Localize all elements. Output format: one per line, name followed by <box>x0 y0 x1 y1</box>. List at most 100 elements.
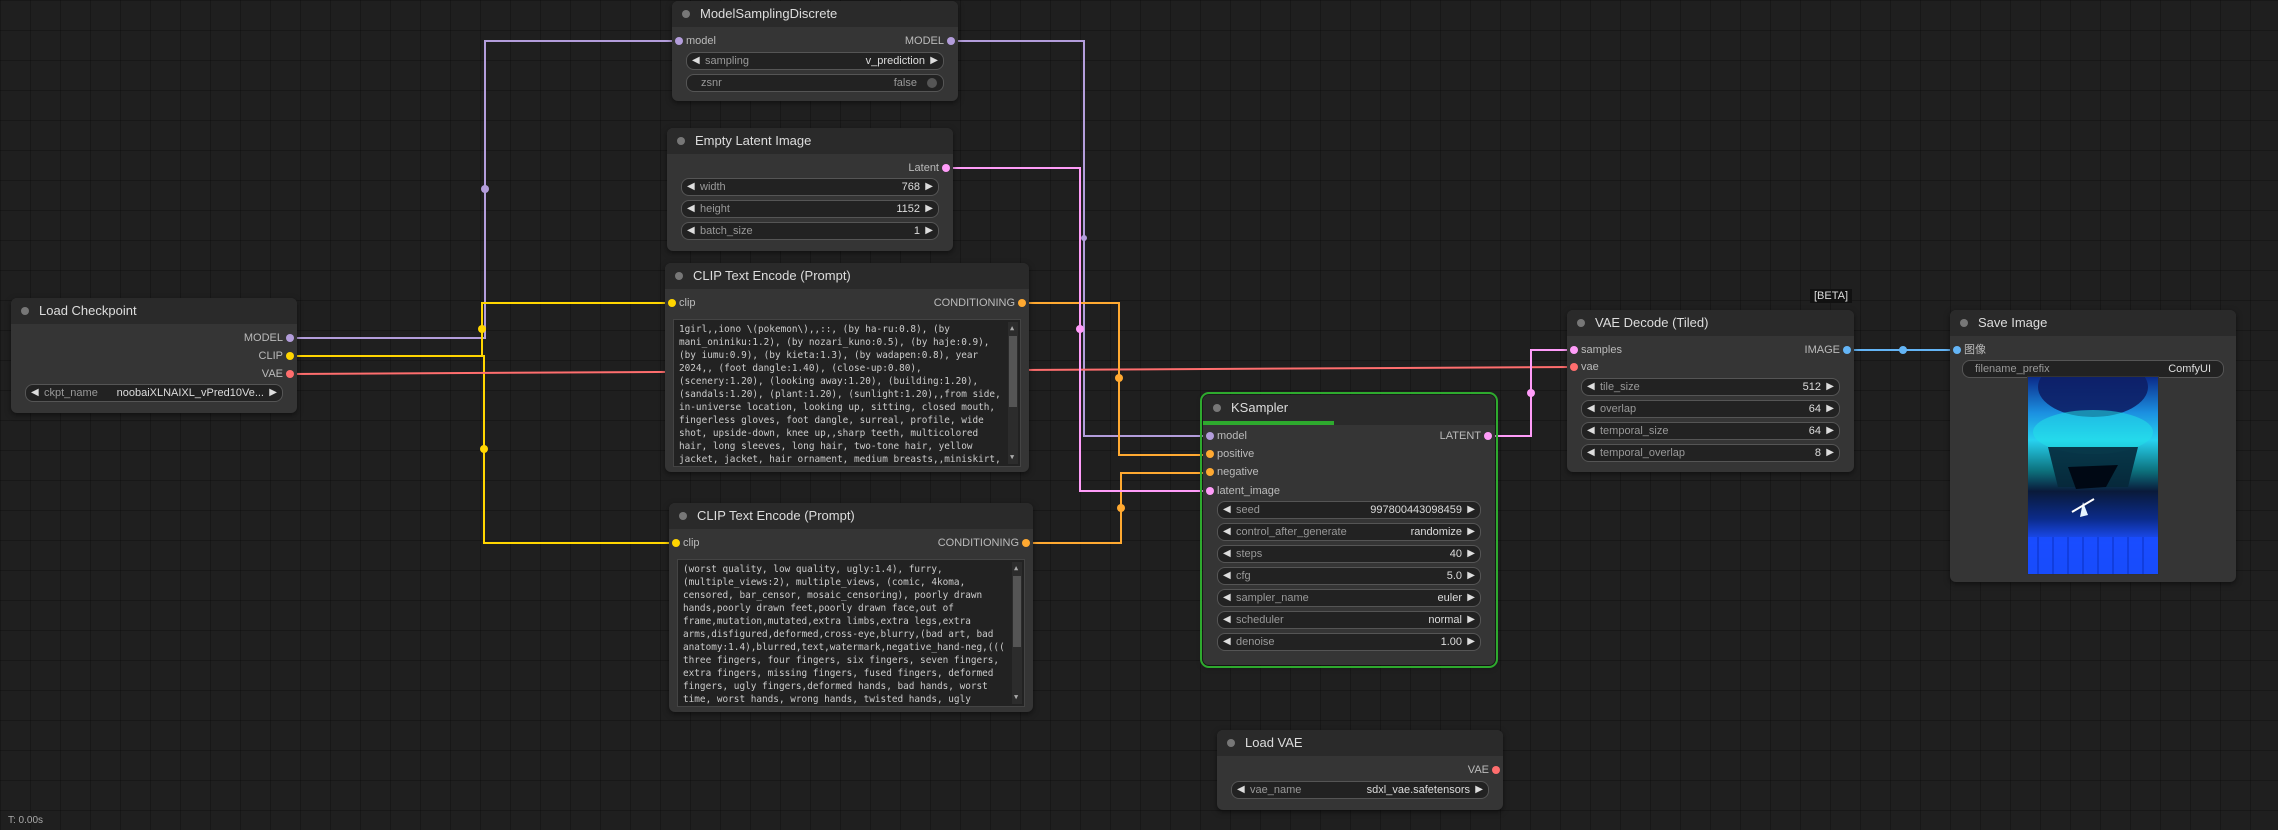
arrow-left-icon[interactable]: ◀ <box>1223 526 1231 537</box>
input-model[interactable]: model <box>675 34 716 48</box>
output-model[interactable]: MODEL <box>244 331 294 345</box>
input-samples[interactable]: samples <box>1570 343 1622 357</box>
arrow-right-icon[interactable]: ▶ <box>1467 526 1475 537</box>
socket-icon[interactable] <box>1570 346 1578 354</box>
scroll-thumb[interactable] <box>1009 336 1017 407</box>
socket-icon[interactable] <box>286 334 294 342</box>
socket-icon[interactable] <box>286 370 294 378</box>
node-title[interactable]: Save Image <box>1950 310 2236 336</box>
scroll-thumb[interactable] <box>1013 576 1021 647</box>
node-vae-decode-tiled[interactable]: VAE Decode (Tiled) samples IMAGE vae ◀ti… <box>1567 310 1854 472</box>
output-image[interactable]: IMAGE <box>1805 343 1851 357</box>
arrow-left-icon[interactable]: ◀ <box>1223 570 1231 581</box>
scrollbar[interactable]: ▲▼ <box>1012 562 1022 704</box>
node-load-checkpoint[interactable]: Load Checkpoint MODEL CLIP VAE ◀ckpt_nam… <box>11 298 297 413</box>
node-clip-text-encode-negative[interactable]: CLIP Text Encode (Prompt) clip CONDITION… <box>669 503 1033 712</box>
arrow-left-icon[interactable]: ◀ <box>31 387 39 398</box>
arrow-right-icon[interactable]: ▶ <box>925 181 933 192</box>
collapse-dot[interactable] <box>1213 404 1221 412</box>
socket-icon[interactable] <box>672 539 680 547</box>
prompt-textarea[interactable]: (worst quality, low quality, ugly:1.4), … <box>677 559 1025 707</box>
output-vae[interactable]: VAE <box>1468 763 1500 777</box>
arrow-right-icon[interactable]: ▶ <box>1467 636 1475 647</box>
arrow-left-icon[interactable]: ◀ <box>687 203 695 214</box>
collapse-dot[interactable] <box>1960 319 1968 327</box>
arrow-right-icon[interactable]: ▶ <box>930 55 938 66</box>
arrow-left-icon[interactable]: ◀ <box>1223 592 1231 603</box>
socket-icon[interactable] <box>1206 432 1214 440</box>
socket-icon[interactable] <box>1492 766 1500 774</box>
arrow-right-icon[interactable]: ▶ <box>1467 548 1475 559</box>
arrow-left-icon[interactable]: ◀ <box>1587 403 1595 414</box>
node-title[interactable]: Load Checkpoint <box>11 298 297 324</box>
arrow-left-icon[interactable]: ◀ <box>1223 614 1231 625</box>
output-model[interactable]: MODEL <box>905 34 955 48</box>
collapse-dot[interactable] <box>1227 739 1235 747</box>
arrow-right-icon[interactable]: ▶ <box>925 203 933 214</box>
arrow-right-icon[interactable]: ▶ <box>1826 403 1834 414</box>
node-title[interactable]: ModelSamplingDiscrete <box>672 1 958 27</box>
collapse-dot[interactable] <box>682 10 690 18</box>
arrow-right-icon[interactable]: ▶ <box>269 387 277 398</box>
arrow-right-icon[interactable]: ▶ <box>1467 504 1475 515</box>
output-clip[interactable]: CLIP <box>259 349 294 363</box>
prompt-textarea[interactable]: 1girl,,iono \(pokemon\),,::, (by ha-ru:0… <box>673 319 1021 467</box>
socket-icon[interactable] <box>675 37 683 45</box>
socket-icon[interactable] <box>286 352 294 360</box>
arrow-left-icon[interactable]: ◀ <box>1587 425 1595 436</box>
socket-icon[interactable] <box>1953 346 1961 354</box>
arrow-left-icon[interactable]: ◀ <box>1223 636 1231 647</box>
node-model-sampling-discrete[interactable]: ModelSamplingDiscrete model MODEL ◀sampl… <box>672 1 958 101</box>
socket-icon[interactable] <box>1206 487 1214 495</box>
arrow-left-icon[interactable]: ◀ <box>1223 504 1231 515</box>
arrow-right-icon[interactable]: ▶ <box>925 225 933 236</box>
output-latent[interactable]: Latent <box>908 161 950 175</box>
socket-icon[interactable] <box>1570 363 1578 371</box>
socket-icon[interactable] <box>1022 539 1030 547</box>
node-title[interactable]: CLIP Text Encode (Prompt) <box>669 503 1033 529</box>
scroll-up-icon[interactable]: ▲ <box>1010 324 1015 332</box>
scroll-down-icon[interactable]: ▼ <box>1010 453 1015 461</box>
socket-icon[interactable] <box>1843 346 1851 354</box>
collapse-dot[interactable] <box>679 512 687 520</box>
arrow-left-icon[interactable]: ◀ <box>687 181 695 192</box>
input-vae[interactable]: vae <box>1570 360 1599 374</box>
scroll-up-icon[interactable]: ▲ <box>1014 564 1019 572</box>
input-images[interactable]: 图像 <box>1953 343 1986 357</box>
node-title[interactable]: Load VAE <box>1217 730 1503 756</box>
collapse-dot[interactable] <box>21 307 29 315</box>
input-negative[interactable]: negative <box>1206 465 1259 479</box>
node-title[interactable]: VAE Decode (Tiled) <box>1567 310 1854 336</box>
arrow-left-icon[interactable]: ◀ <box>1237 784 1245 795</box>
collapse-dot[interactable] <box>1577 319 1585 327</box>
socket-icon[interactable] <box>947 37 955 45</box>
arrow-right-icon[interactable]: ▶ <box>1475 784 1483 795</box>
collapse-dot[interactable] <box>677 137 685 145</box>
arrow-right-icon[interactable]: ▶ <box>1467 592 1475 603</box>
socket-icon[interactable] <box>1484 432 1492 440</box>
socket-icon[interactable] <box>1206 468 1214 476</box>
node-title[interactable]: Empty Latent Image <box>667 128 953 154</box>
scroll-down-icon[interactable]: ▼ <box>1014 693 1019 701</box>
socket-icon[interactable] <box>1018 299 1026 307</box>
output-conditioning[interactable]: CONDITIONING <box>934 296 1026 310</box>
